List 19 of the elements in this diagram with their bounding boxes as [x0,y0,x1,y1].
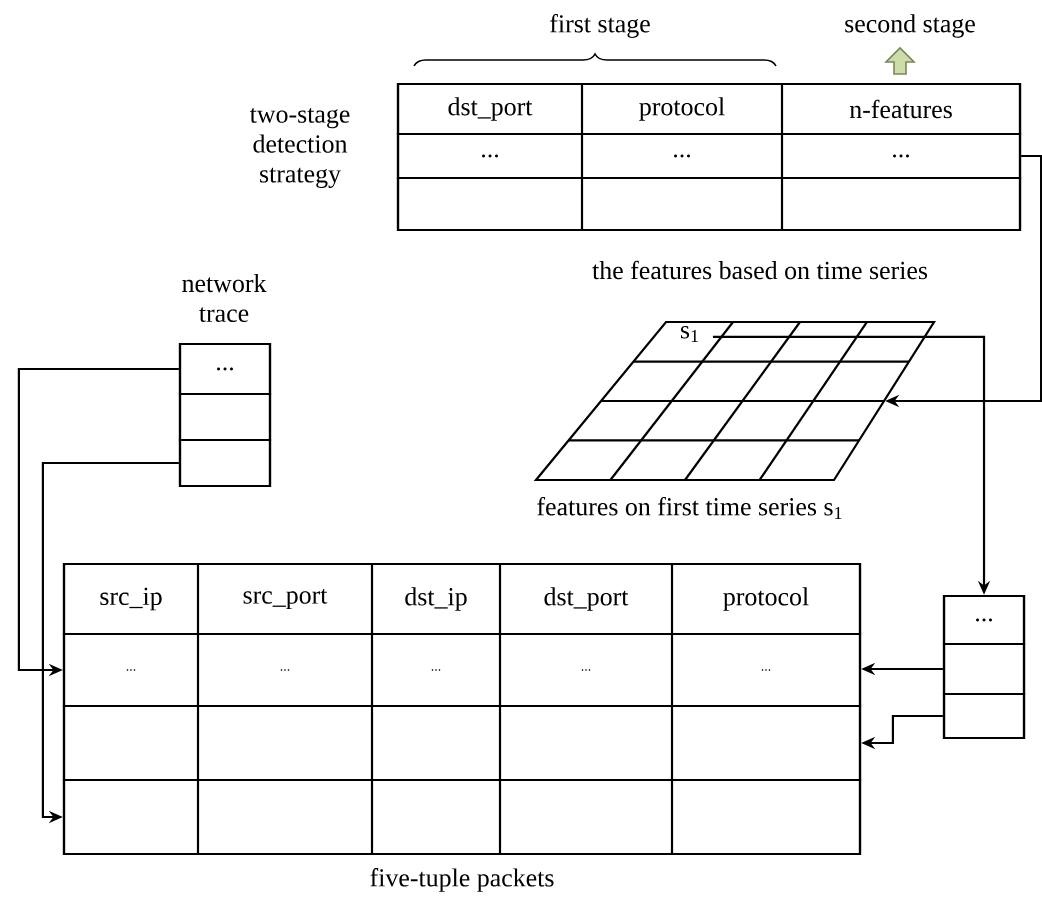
stage-label: second stage [845,14,975,38]
table-row [396,176,1022,232]
table-row [942,642,1026,696]
table-row: dst_port protocol n-features [396,82,1022,136]
node-label: features on first time series s$_{1}$ [537,497,842,519]
table-row [178,392,272,442]
table-row [62,704,862,782]
table-row [62,778,862,856]
table-row [942,692,1026,740]
node-label: two-stage detection strategy [249,108,350,188]
node-label: network trace [182,273,267,323]
stage-label: first stage [550,14,650,38]
table-row: ... [942,594,1026,646]
table-row [178,438,272,488]
table-row: ... [178,342,272,396]
node-label: five-tuple packets [370,868,554,892]
table-row: ... ... ... [396,132,1022,180]
node-label: the features based on time series [592,260,928,280]
table-row: src_ip src_port dst_ip dst_port protocol [62,562,862,636]
